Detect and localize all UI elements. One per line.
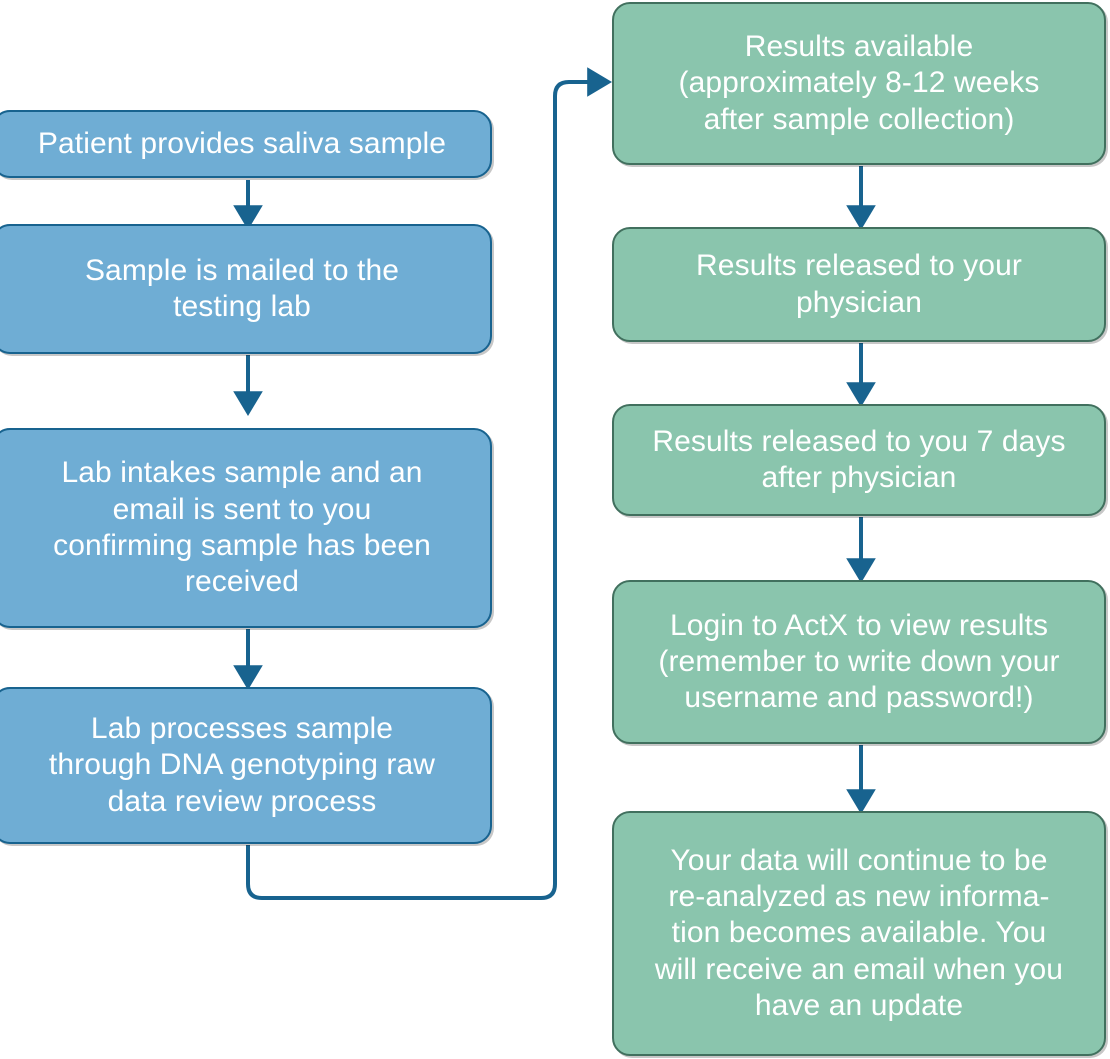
node-patient-provides-saliva-sample[interactable]: Patient provides saliva sample xyxy=(0,110,492,178)
node-data-reanalyzed[interactable]: Your data will continue to be re-analyze… xyxy=(612,811,1106,1056)
node-lab-intakes-sample[interactable]: Lab intakes sample and an email is sent … xyxy=(0,428,492,628)
node-lab-processes-sample[interactable]: Lab processes sample through DNA genotyp… xyxy=(0,687,492,844)
node-results-released-physician[interactable]: Results released to your physician xyxy=(612,227,1106,342)
node-results-released-patient[interactable]: Results released to you 7 days after phy… xyxy=(612,404,1106,516)
node-sample-mailed-to-lab[interactable]: Sample is mailed to the testing lab xyxy=(0,224,492,354)
node-login-to-actx[interactable]: Login to ActX to view results (remember … xyxy=(612,580,1106,744)
node-results-available[interactable]: Results available (approximately 8-12 we… xyxy=(612,2,1106,165)
